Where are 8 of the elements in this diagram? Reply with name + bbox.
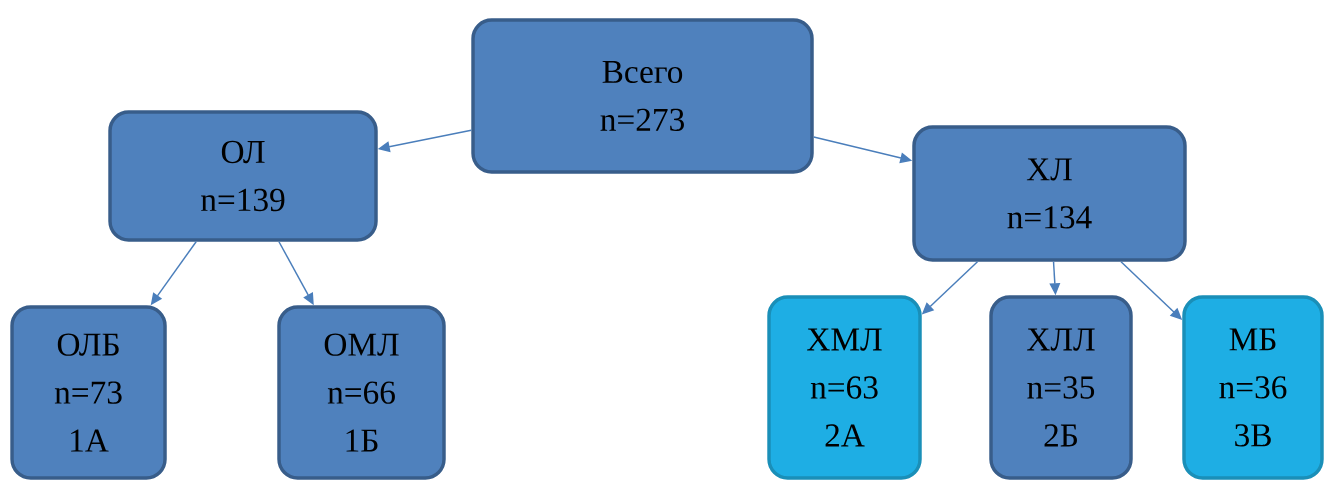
- process-box: ОМЛ n=66 1Б: [277, 305, 446, 480]
- process-box: МБ n=36 3В: [1182, 295, 1324, 480]
- process-box: ХЛЛ n=35 2Б: [989, 295, 1133, 480]
- process-box: ХМЛ n=63 2А: [767, 295, 922, 480]
- process-box: Всего n=273: [471, 18, 814, 174]
- process-box: ОЛ n=139: [108, 110, 378, 242]
- process-box: ХЛ n=134: [912, 125, 1187, 262]
- process-box: ОЛБ n=73 1А: [10, 305, 167, 480]
